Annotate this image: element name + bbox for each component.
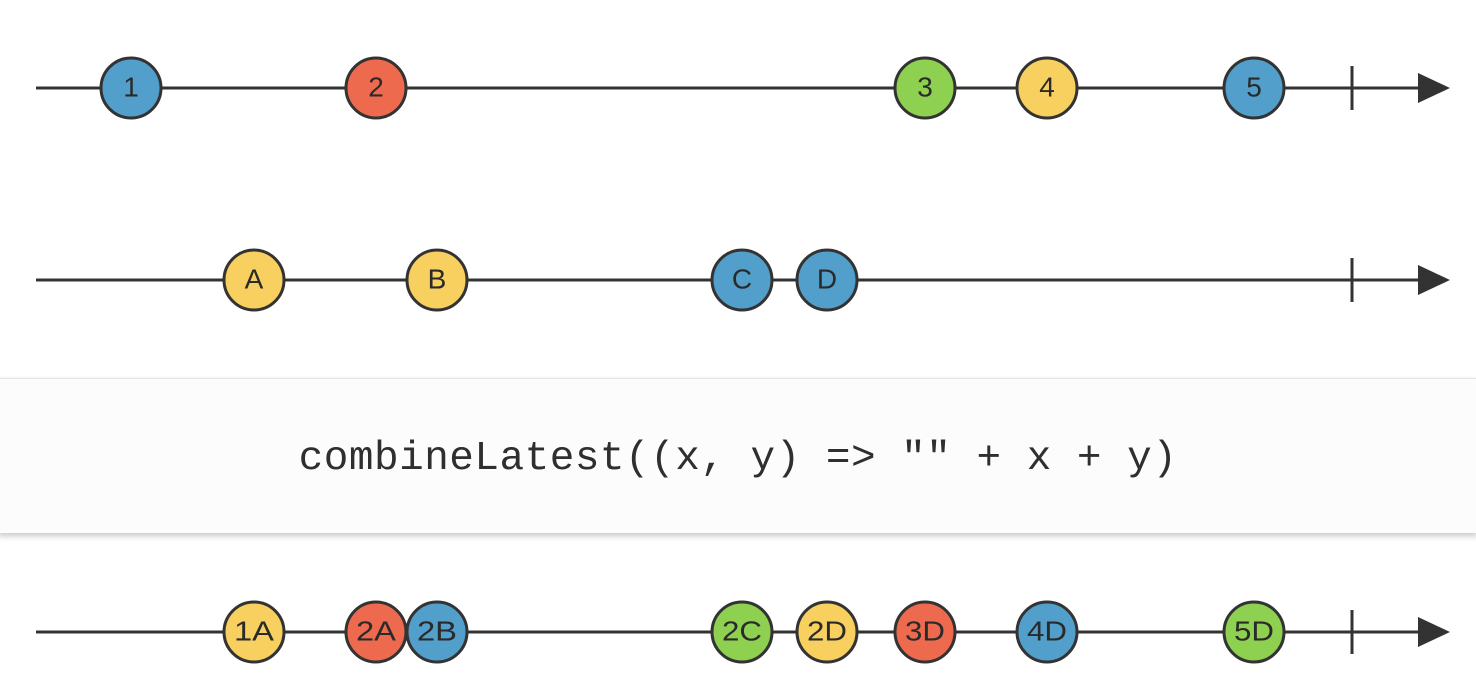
marble-label: 3 — [917, 71, 933, 102]
marble: 5D — [1222, 600, 1286, 664]
marble-label: 5 — [1246, 71, 1262, 102]
marble-circle — [1222, 56, 1286, 120]
marble: 2A — [344, 600, 408, 664]
marble-circle — [893, 56, 957, 120]
marble-label: C — [732, 263, 752, 294]
marble-circle — [710, 248, 774, 312]
marble-label: 4D — [1027, 615, 1067, 646]
marble-label: 2C — [722, 615, 762, 646]
marble-circle — [99, 56, 163, 120]
marble-circle — [1015, 56, 1079, 120]
marble: B — [405, 248, 469, 312]
marble: 5 — [1222, 56, 1286, 120]
operator-box: combineLatest((x, y) => "" + x + y) — [0, 378, 1476, 533]
timeline-arrowhead — [1418, 265, 1450, 295]
marble: C — [710, 248, 774, 312]
marble-label: 1A — [234, 615, 274, 646]
marble: 2 — [344, 56, 408, 120]
marble-circle — [405, 248, 469, 312]
marble-label: 2 — [368, 71, 384, 102]
marble: D — [795, 248, 859, 312]
marble-label: 3D — [905, 615, 945, 646]
marble-label: A — [245, 263, 264, 294]
marble-label: 1 — [123, 71, 139, 102]
marble-label: 4 — [1039, 71, 1055, 102]
marble-label: 5D — [1234, 615, 1274, 646]
marble-circle — [710, 600, 774, 664]
marble-label: 2D — [807, 615, 847, 646]
marble-circle — [1015, 600, 1079, 664]
marble: 1 — [99, 56, 163, 120]
marble-circle — [344, 56, 408, 120]
timeline-arrowhead — [1418, 617, 1450, 647]
marble-label: D — [817, 263, 837, 294]
marble: 4D — [1015, 600, 1079, 664]
marble: A — [222, 248, 286, 312]
marble: 1A — [222, 600, 286, 664]
marble-label: 2B — [417, 615, 457, 646]
marble: 2B — [405, 600, 469, 664]
marble-circle — [405, 600, 469, 664]
marble-circle — [893, 600, 957, 664]
timeline-output: 1A 2A 2B 2C 2D 3D 4D 5D — [36, 600, 1450, 664]
marble: 4 — [1015, 56, 1079, 120]
marble-circle — [795, 600, 859, 664]
marble-label: B — [428, 263, 447, 294]
marble-circle — [795, 248, 859, 312]
timeline-source-x: 1 2 3 4 5 — [36, 56, 1450, 120]
timeline-source-y: A B C D — [36, 248, 1450, 312]
marble: 3 — [893, 56, 957, 120]
marble: 2D — [795, 600, 859, 664]
timeline-arrowhead — [1418, 73, 1450, 103]
marble: 2C — [710, 600, 774, 664]
marble-circle — [222, 600, 286, 664]
marble-circle — [1222, 600, 1286, 664]
marble: 3D — [893, 600, 957, 664]
marble-circle — [222, 248, 286, 312]
operator-label: combineLatest((x, y) => "" + x + y) — [298, 436, 1178, 482]
marble-label: 2A — [356, 615, 396, 646]
